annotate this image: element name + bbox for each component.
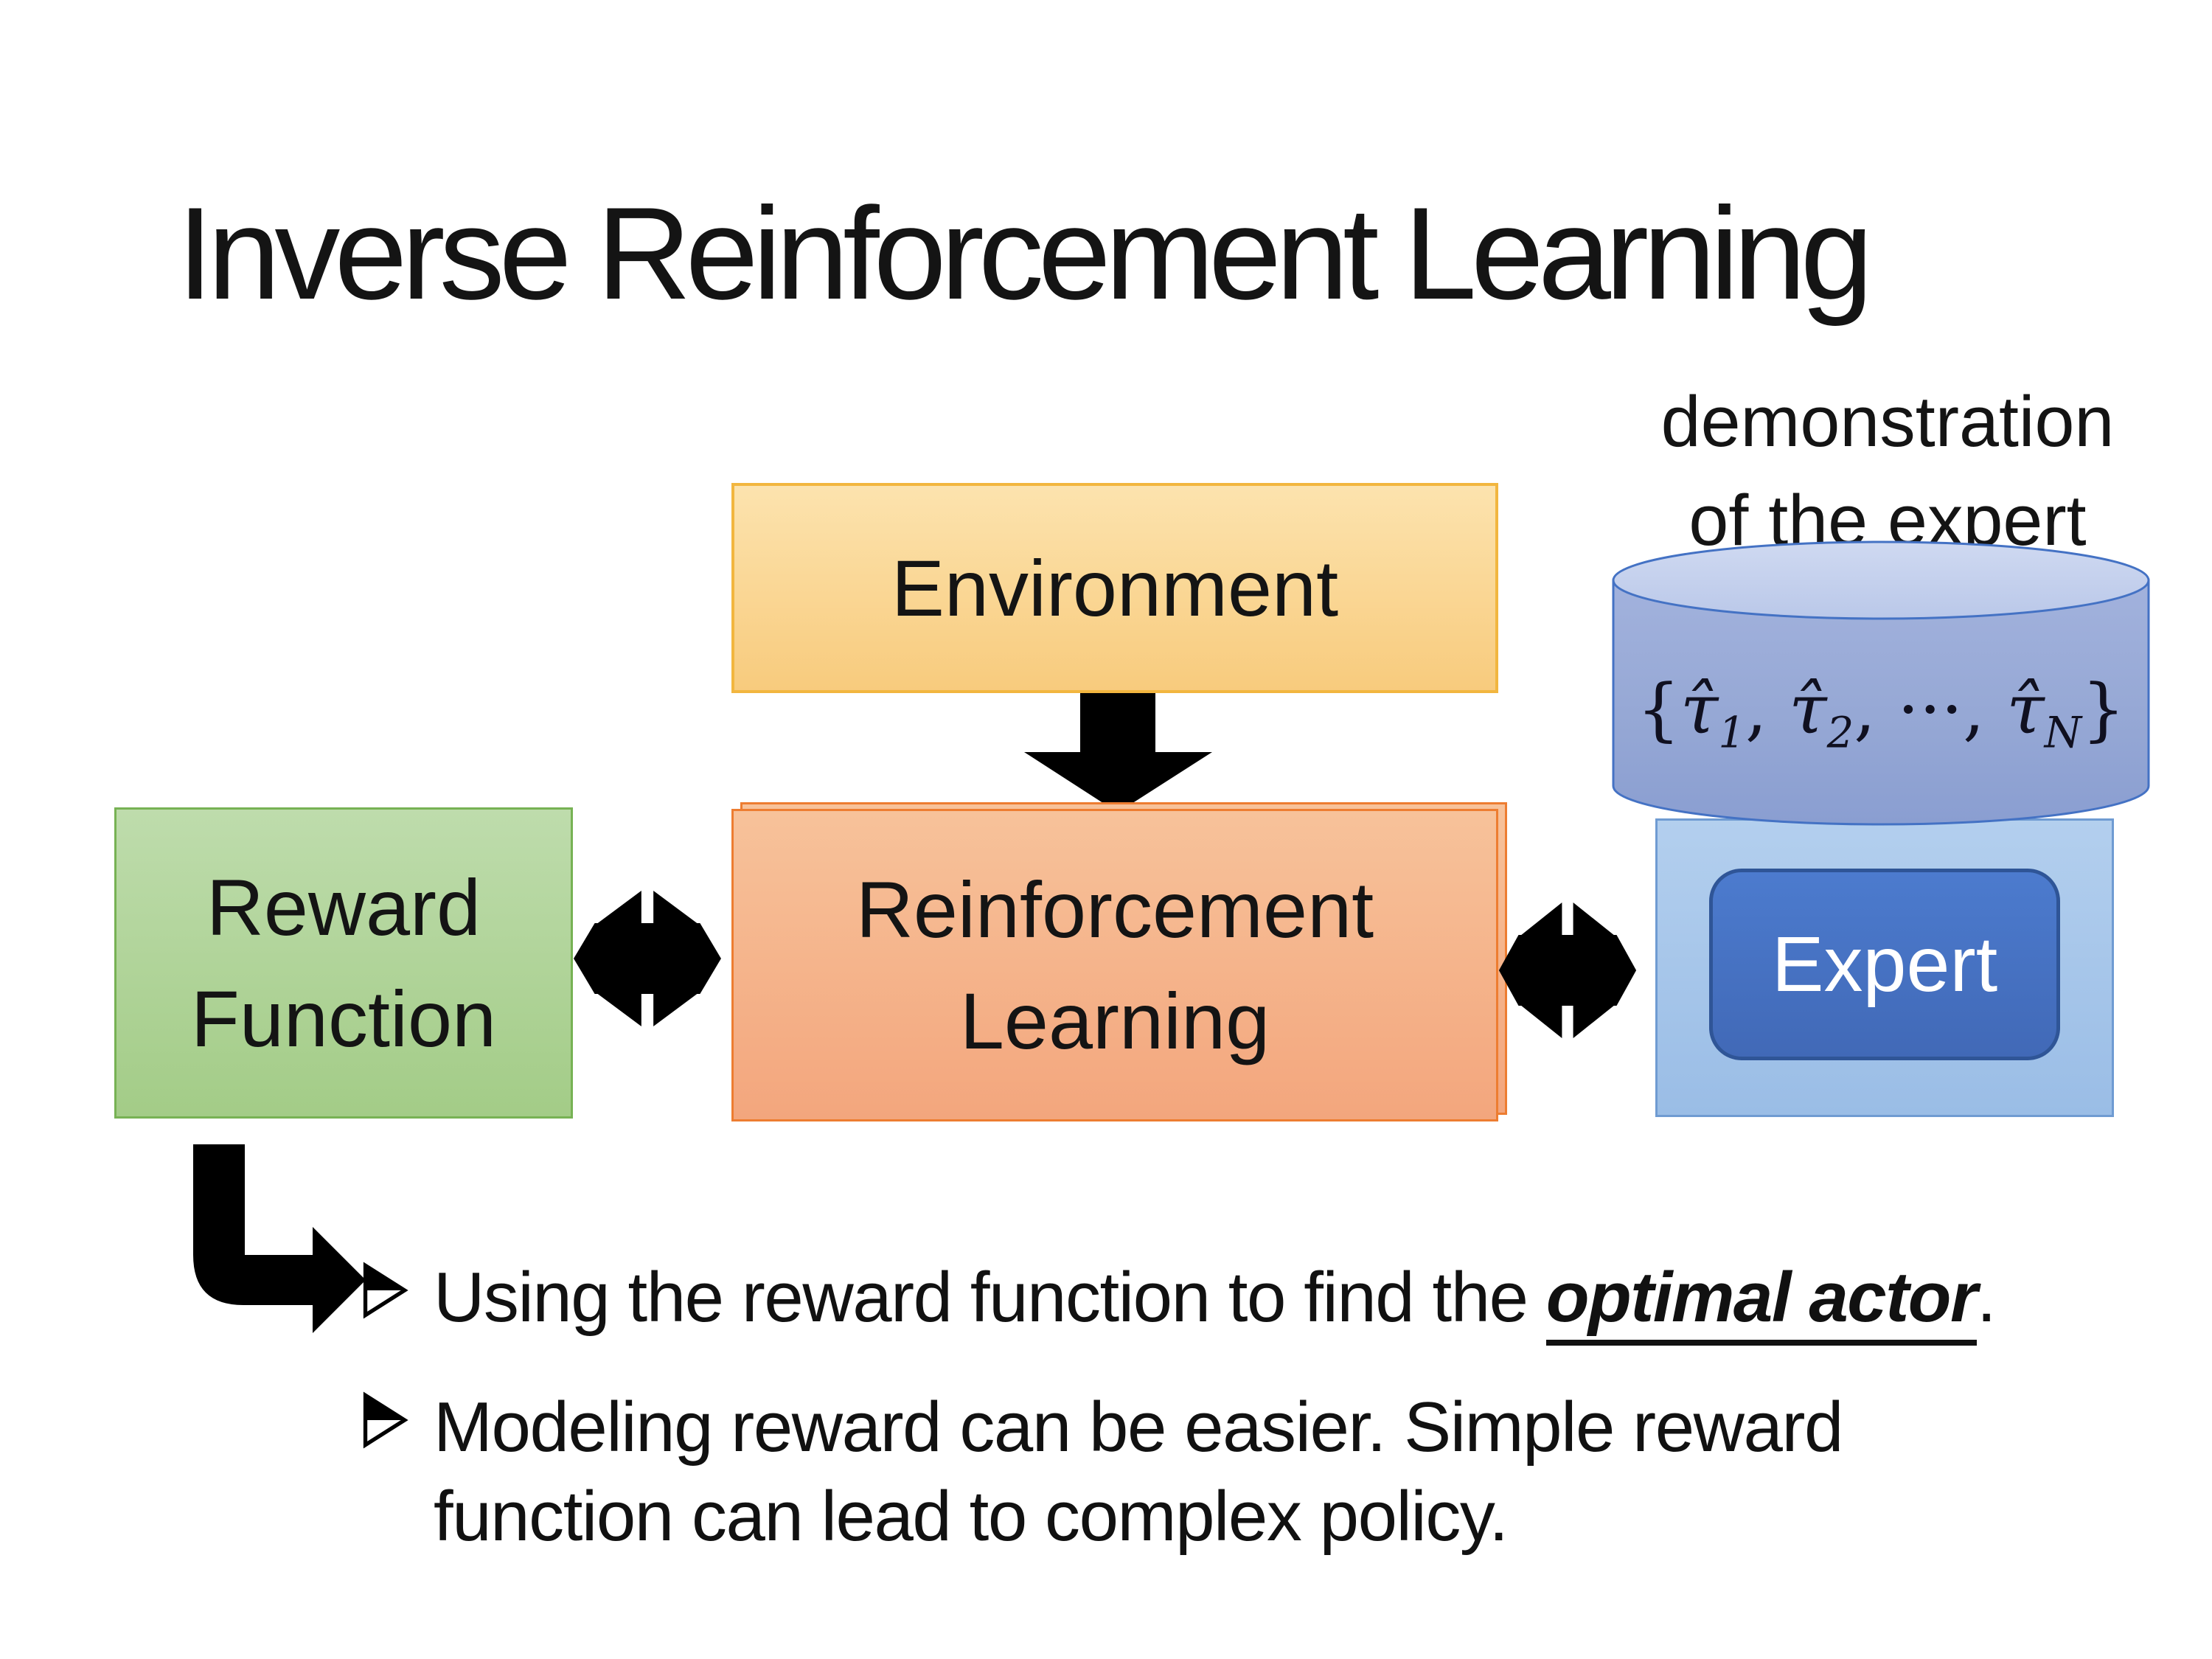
demonstration-caption-line1: demonstration [1660,381,2115,462]
expert-node: Expert [1709,869,2060,1060]
double-arrow-icon-right [1498,902,1637,1038]
formula-brace-open: { [1636,669,1680,749]
demonstration-caption: demonstration of the expert [1593,372,2183,570]
elbow-arrow-icon [193,1144,366,1333]
bullet1-emphasis: optimal actor [1545,1258,1978,1346]
bullet-arrowhead-icon [363,1391,408,1449]
formula-sub1: 1 [1718,707,1746,758]
bullet-optimal-actor: Using the reward function to find the op… [363,1253,2132,1346]
formula-subN: N [2044,707,2082,758]
demonstration-database-icon [1612,540,2150,826]
expert-label: Expert [1771,920,1998,1008]
bullet2-line1: Modeling reward can be easier. Simple re… [434,1388,1843,1467]
bullet-arrowhead-icon [363,1262,408,1319]
reward-function-label: Reward Function [191,852,496,1074]
environment-label: Environment [891,543,1339,633]
reward-function-label-line1: Reward [206,862,481,952]
bullet-optimal-actor-text: Using the reward function to find the op… [434,1253,1997,1346]
formula-brace-close: } [2081,669,2126,749]
bullet1-text-after: . [1976,1258,1997,1337]
bullet1-text-before: Using the reward function to find the [434,1258,1546,1337]
formula-sep1: , [1745,669,1790,749]
slide-title: Inverse Reinforcement Learning [177,180,1874,327]
bullet-modeling-reward-text: Modeling reward can be easier. Simple re… [434,1383,1843,1562]
formula-sub2: 2 [1826,707,1854,758]
formula-tau1: τ̂ [1680,669,1719,749]
arrow-down-icon [1024,686,1212,813]
reinforcement-learning-label-line2: Learning [959,976,1270,1065]
reward-function-label-line2: Function [190,974,497,1063]
bullet-modeling-reward: Modeling reward can be easier. Simple re… [363,1383,2132,1562]
formula-sep2: , [1854,669,1898,749]
formula-sep3: , [1963,669,2007,749]
trajectory-set-formula: {τ̂1, τ̂2, ···, τ̂N} [1612,669,2150,758]
formula-tau2: τ̂ [1789,669,1827,749]
formula-tauN: τ̂ [2006,669,2045,749]
reward-function-node: Reward Function [114,807,573,1119]
reinforcement-learning-label-line1: Reinforcement [855,864,1374,954]
reinforcement-learning-label: Reinforcement Learning [856,854,1374,1077]
double-arrow-icon-left [574,891,721,1026]
reinforcement-learning-node: Reinforcement Learning [731,809,1498,1121]
formula-dots: ··· [1897,669,1964,749]
environment-node: Environment [731,483,1498,693]
bullet2-line2: function can lead to complex policy. [434,1476,1509,1556]
